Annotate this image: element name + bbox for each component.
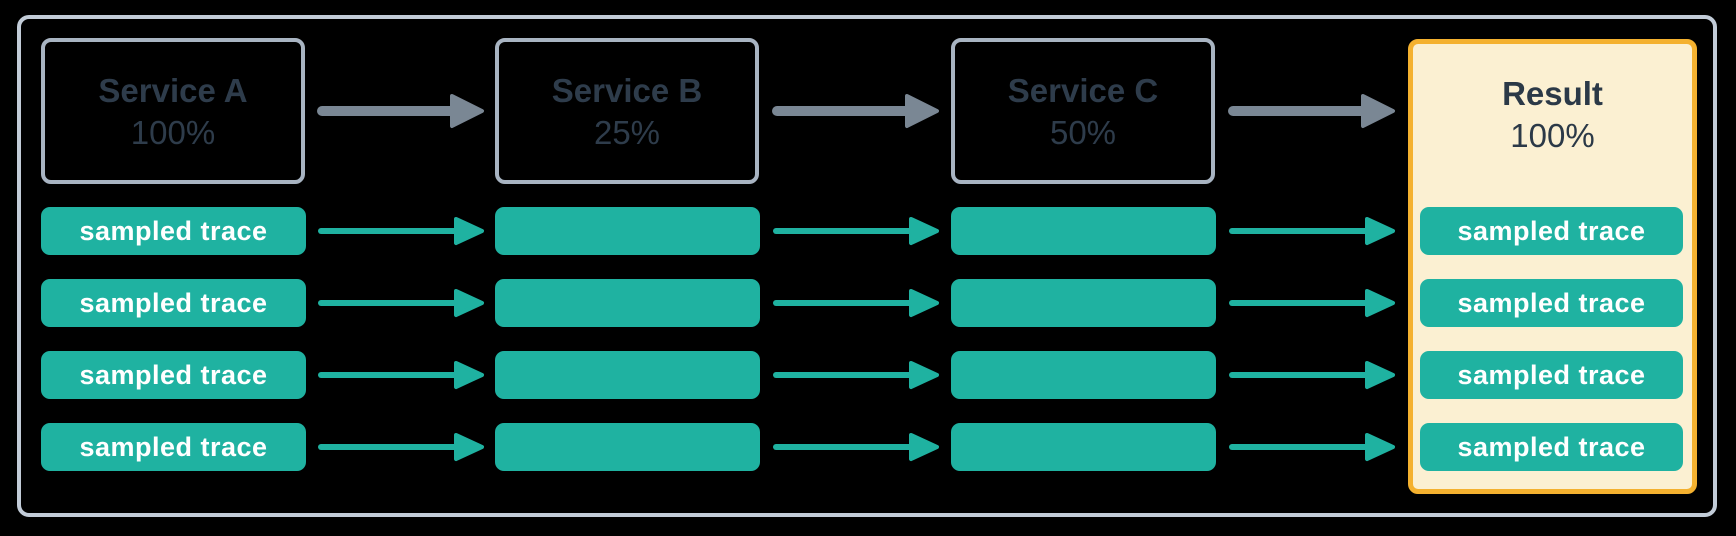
service-a-title: Service A [98, 71, 248, 109]
flow-arrow-icon [1228, 91, 1396, 131]
trace-arrow-icon [1228, 355, 1396, 395]
trace-pill [951, 423, 1216, 471]
flow-arrow-icon [772, 91, 940, 131]
service-c-title: Service C [1007, 71, 1159, 109]
result-header: Result 100% [1413, 44, 1692, 184]
trace-pill [495, 279, 760, 327]
service-c-rate: 50% [1049, 113, 1117, 151]
trace-pill [951, 279, 1216, 327]
service-b-rate: 25% [593, 113, 661, 151]
trace-arrow-icon [317, 427, 485, 467]
trace-arrow-icon [317, 283, 485, 323]
trace-pill: sampled trace [41, 207, 306, 255]
trace-arrow-icon [1228, 427, 1396, 467]
service-a-rate: 100% [130, 113, 216, 151]
trace-pill [495, 207, 760, 255]
result-panel: Result 100% [1408, 39, 1697, 494]
service-c-box: Service C 50% [951, 38, 1215, 184]
trace-arrow-icon [317, 355, 485, 395]
trace-pill: sampled trace [1420, 279, 1683, 327]
trace-arrow-icon [772, 427, 940, 467]
trace-arrow-icon [772, 283, 940, 323]
trace-pill: sampled trace [41, 423, 306, 471]
trace-arrow-icon [772, 355, 940, 395]
trace-pill: sampled trace [1420, 207, 1683, 255]
trace-arrow-icon [317, 211, 485, 251]
service-b-title: Service B [551, 71, 703, 109]
trace-pill [495, 351, 760, 399]
trace-arrow-icon [1228, 283, 1396, 323]
service-b-box: Service B 25% [495, 38, 759, 184]
trace-pill [951, 207, 1216, 255]
trace-arrow-icon [1228, 211, 1396, 251]
trace-arrow-icon [772, 211, 940, 251]
diagram-frame [17, 15, 1717, 517]
service-a-box: Service A 100% [41, 38, 305, 184]
flow-arrow-icon [317, 91, 485, 131]
trace-pill: sampled trace [41, 279, 306, 327]
trace-pill: sampled trace [1420, 351, 1683, 399]
trace-pill: sampled trace [41, 351, 306, 399]
trace-pill [495, 423, 760, 471]
trace-pill [951, 351, 1216, 399]
trace-pill: sampled trace [1420, 423, 1683, 471]
result-title: Result [1502, 74, 1603, 112]
result-rate: 100% [1510, 116, 1595, 154]
